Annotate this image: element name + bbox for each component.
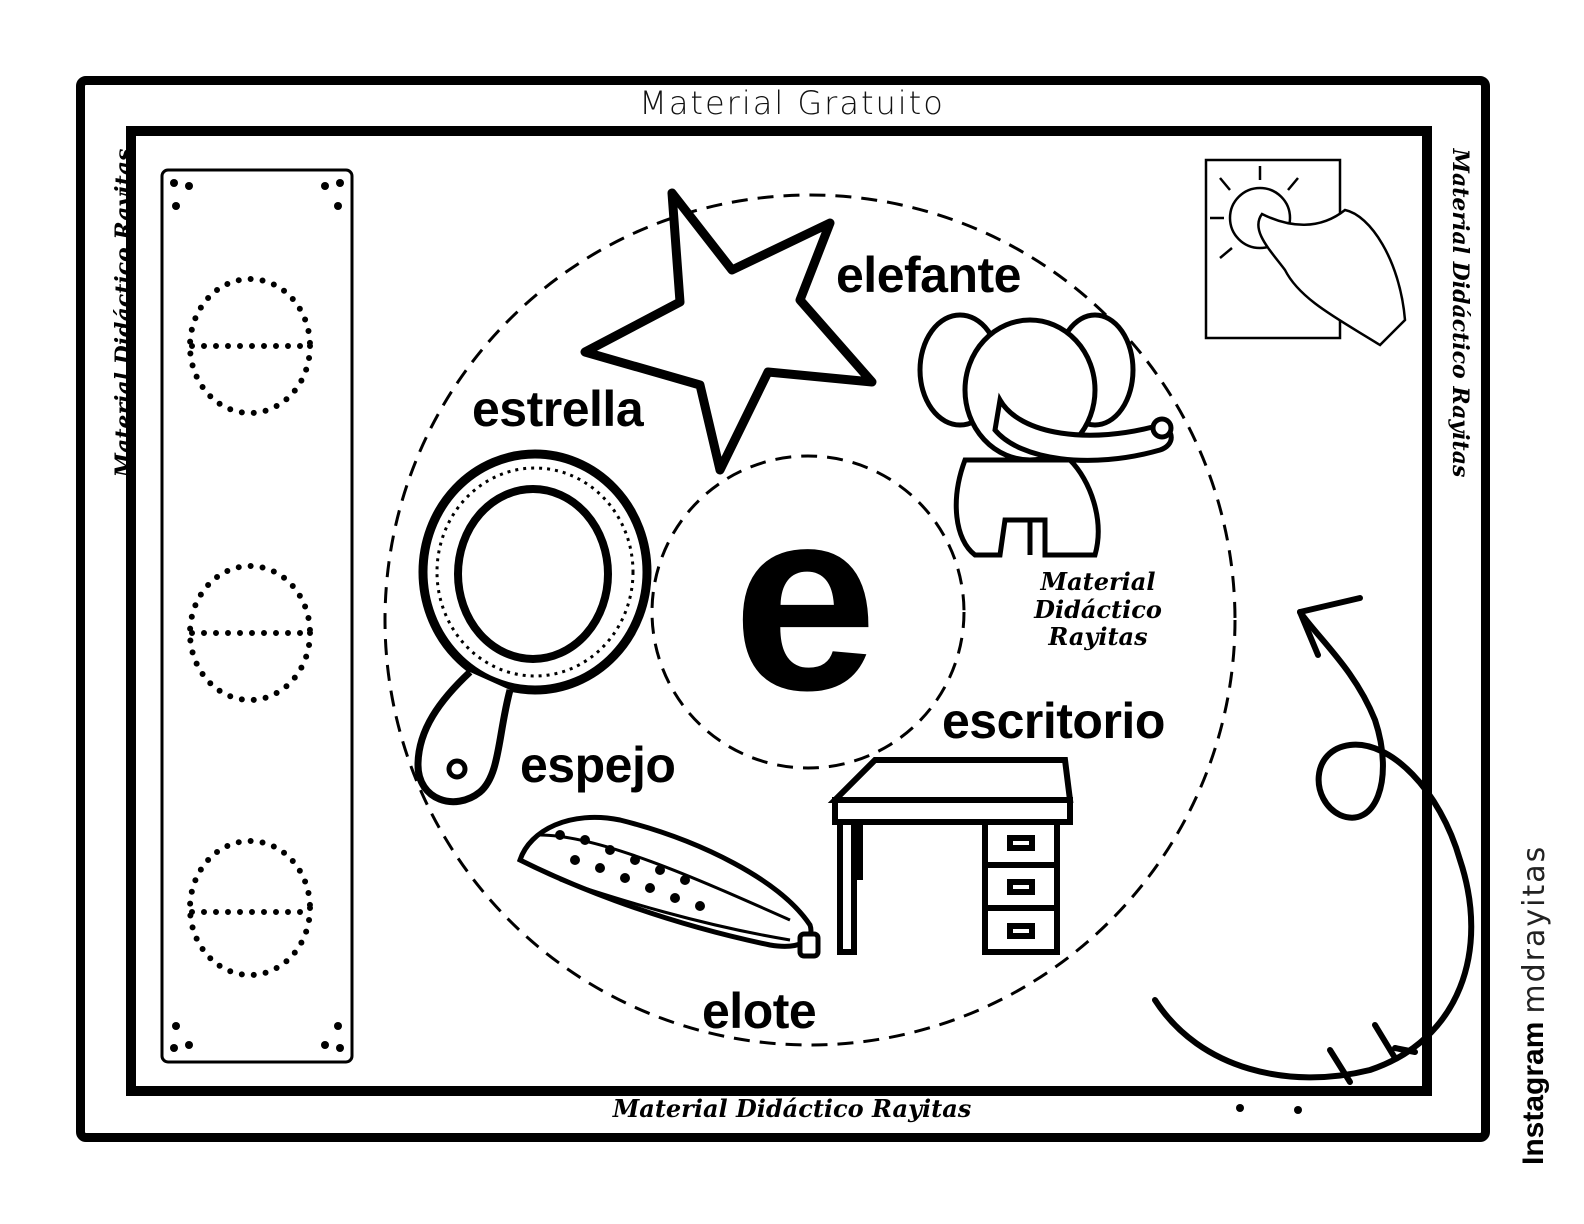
outer-dashed-circle	[383, 193, 1237, 1047]
center-letter: e	[732, 455, 878, 745]
word-elote: elote	[702, 983, 817, 1039]
word-espejo: espejo	[520, 737, 676, 793]
watermark-line-3: Rayitas	[1048, 622, 1148, 652]
word-estrella: estrella	[472, 381, 644, 437]
dotted-letter-e-3	[187, 838, 313, 978]
watermark-line-2: Didáctico	[1034, 594, 1162, 624]
word-elefante: elefante	[836, 247, 1021, 303]
top-caption: Material Gratuito	[639, 84, 945, 122]
watermark: Material Didáctico Rayitas	[1028, 568, 1168, 651]
bottom-caption: Material Didáctico Rayitas	[612, 1094, 972, 1123]
inner-dashed-circle	[650, 454, 966, 770]
word-escritorio: escritorio	[942, 693, 1165, 749]
mirror-icon	[414, 449, 652, 806]
elephant-icon	[917, 312, 1174, 558]
curved-arrow-icon	[1152, 595, 1475, 1085]
watermark-line-1: Material	[1040, 567, 1156, 596]
corn-icon	[516, 814, 821, 959]
outer-frame	[76, 76, 1490, 1142]
finger-tracing-icon	[1204, 158, 1407, 347]
dotted-letter-e-1	[187, 276, 313, 416]
dotted-letter-e-2	[187, 563, 313, 703]
star-icon	[580, 188, 877, 475]
desk-icon	[827, 757, 1074, 955]
tracing-strip	[160, 168, 354, 1064]
